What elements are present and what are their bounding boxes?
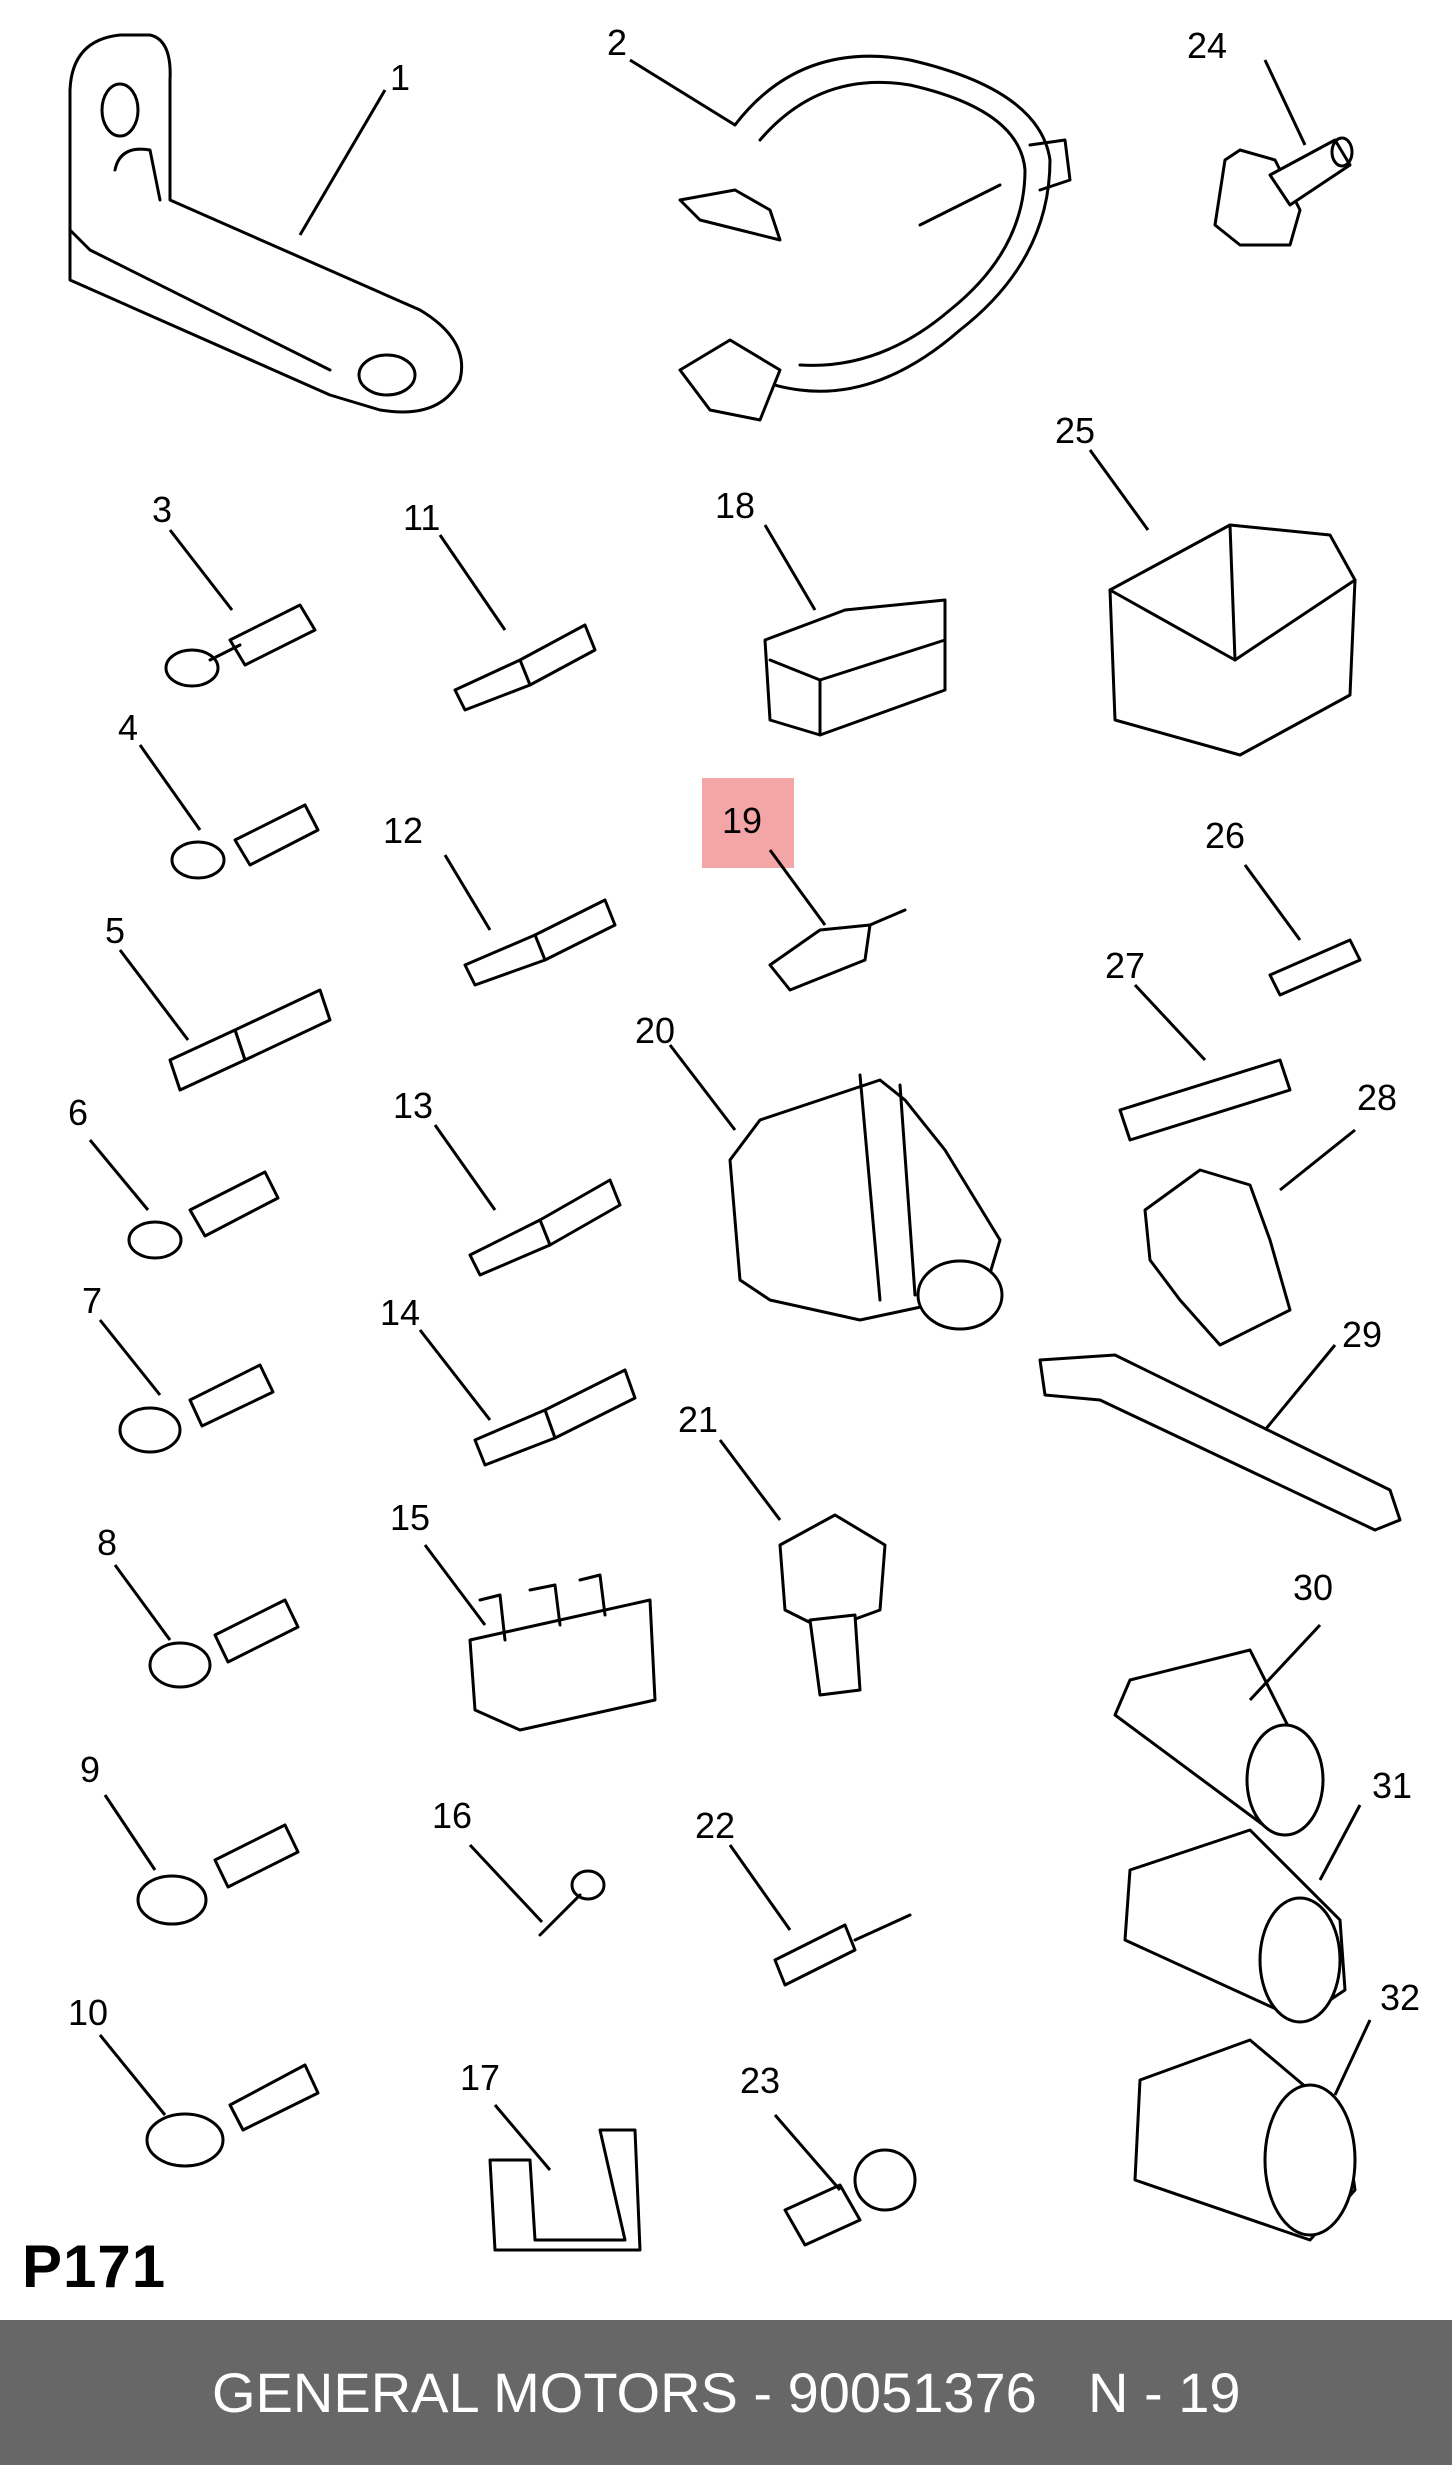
label-25: 25: [1055, 410, 1095, 451]
part-12-bullet-connector[interactable]: [463, 898, 617, 987]
part-7-ring-terminal[interactable]: [118, 1363, 275, 1454]
part-24-connector[interactable]: [1213, 136, 1354, 247]
part-13-spade-terminal[interactable]: [468, 1178, 622, 1277]
footer-brand-part-number: GENERAL MOTORS - 90051376: [212, 2361, 1037, 2424]
label-15: 15: [390, 1497, 430, 1538]
label-18: 18: [715, 485, 755, 526]
part-19-connector[interactable]: [768, 908, 907, 992]
label-4: 4: [118, 707, 138, 748]
label-26: 26: [1205, 815, 1245, 856]
part-29-rail[interactable]: [1038, 1353, 1402, 1532]
part-26-tube[interactable]: [1268, 938, 1362, 997]
label-17: 17: [460, 2057, 500, 2098]
label-8: 8: [97, 1522, 117, 1563]
part-5-spade-terminal[interactable]: [168, 988, 332, 1092]
part-9-ring-terminal[interactable]: [136, 1823, 300, 1926]
label-29: 29: [1342, 1314, 1382, 1355]
part-8-ring-terminal[interactable]: [148, 1598, 300, 1689]
label-21: 21: [678, 1399, 718, 1440]
label-5: 5: [105, 910, 125, 951]
exploded-parts-diagram: 1 2 3 4 5 6 7 8 9 10 11 12 13 14 15 16 1…: [68, 22, 1420, 2252]
label-10: 10: [68, 1992, 108, 2033]
part-4-ring-terminal[interactable]: [170, 803, 320, 880]
label-2: 2: [607, 22, 627, 63]
label-20: 20: [635, 1010, 675, 1051]
part-labels: 1 2 3 4 5 6 7 8 9 10 11 12 13 14 15 16 1…: [68, 22, 1420, 2101]
label-31: 31: [1372, 1765, 1412, 1806]
footer-reference: N - 19: [1088, 2361, 1241, 2424]
part-32-corrugated-tube[interactable]: [1133, 2038, 1357, 2242]
label-23: 23: [740, 2060, 780, 2101]
label-28: 28: [1357, 1077, 1397, 1118]
part-16-screw[interactable]: [538, 1869, 606, 1937]
part-11-bullet-connector[interactable]: [453, 623, 597, 712]
part-20-multi-pin-connector[interactable]: [728, 1073, 1004, 1331]
label-24: 24: [1187, 25, 1227, 66]
label-6: 6: [68, 1092, 88, 1133]
label-3: 3: [152, 489, 172, 530]
part-22-connector[interactable]: [773, 1913, 912, 1987]
part-23-bulb-holder[interactable]: [783, 2148, 917, 2247]
label-1: 1: [390, 57, 410, 98]
label-27: 27: [1105, 945, 1145, 986]
label-11: 11: [403, 497, 440, 538]
part-14-flat-terminal[interactable]: [473, 1368, 637, 1467]
label-22: 22: [695, 1805, 735, 1846]
part-1-bracket[interactable]: [68, 33, 464, 414]
label-32: 32: [1380, 1977, 1420, 2018]
part-15-multi-terminal[interactable]: [468, 1573, 657, 1732]
leader-lines: [88, 58, 1372, 2191]
part-10-ring-terminal[interactable]: [145, 2063, 320, 2168]
part-6-ring-terminal[interactable]: [127, 1170, 280, 1260]
label-13: 13: [393, 1085, 433, 1126]
label-16: 16: [432, 1795, 472, 1836]
label-9: 9: [80, 1749, 100, 1790]
label-14: 14: [380, 1292, 420, 1333]
label-7: 7: [82, 1280, 102, 1321]
part-31-corrugated-tube[interactable]: [1123, 1828, 1347, 2024]
part-2-clamp[interactable]: [678, 54, 1072, 422]
part-25-relay-socket[interactable]: [1108, 523, 1357, 757]
part-17-bracket[interactable]: [488, 2128, 642, 2252]
part-30-corrugated-tube[interactable]: [1113, 1648, 1325, 1837]
part-27-tube[interactable]: [1118, 1058, 1292, 1142]
part-28-clip[interactable]: [1143, 1168, 1292, 1347]
part-3-ring-terminal[interactable]: [164, 603, 317, 688]
label-30: 30: [1293, 1567, 1333, 1608]
label-19: 19: [722, 800, 762, 841]
page-code: P171: [22, 2233, 167, 2300]
label-12: 12: [383, 810, 423, 851]
part-19-highlight: [702, 778, 794, 868]
part-21-plug[interactable]: [778, 1513, 887, 1697]
footer-bar: GENERAL MOTORS - 90051376 N - 19: [0, 2320, 1452, 2465]
part-18-connector-block[interactable]: [763, 598, 947, 737]
